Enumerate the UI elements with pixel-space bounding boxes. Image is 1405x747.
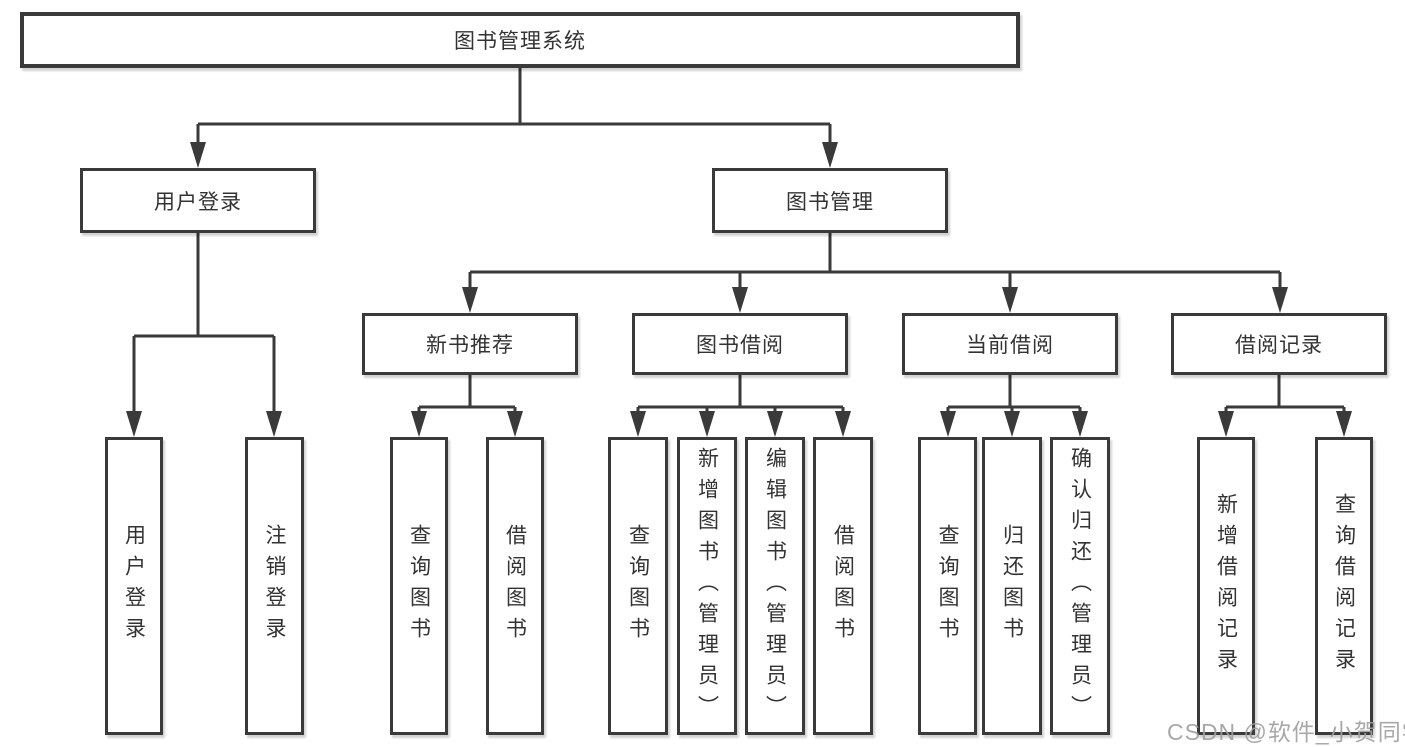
arrow-icon <box>1272 287 1288 313</box>
leaf-current-return-books: 归还图书 <box>982 437 1042 735</box>
connector-borrow-records <box>1224 375 1346 420</box>
node-book-borrow: 图书借阅 <box>632 313 848 375</box>
leaf-records-add-record: 新增借阅记录 <box>1197 437 1255 735</box>
leaf-records-query-record: 查询借阅记录 <box>1315 437 1373 735</box>
leaf-records-add-record-label: 新增借阅记录 <box>1214 493 1238 679</box>
arrow-icon <box>266 411 282 437</box>
arrow-icon <box>1072 411 1088 437</box>
node-new-book-recommend-label: 新书推荐 <box>426 334 514 357</box>
leaf-user-login-label: 用户登录 <box>122 524 146 648</box>
leaf-recommend-query-books-label: 查询图书 <box>407 524 431 648</box>
arrow-icon <box>507 411 523 437</box>
leaf-current-confirm-return-admin-label: 确认归还（管理员） <box>1068 446 1092 726</box>
leaf-current-return-books-label: 归还图书 <box>1000 524 1024 648</box>
arrow-icon <box>1218 411 1234 437</box>
arrow-icon <box>822 142 838 168</box>
node-borrow-records: 借阅记录 <box>1171 313 1387 375</box>
node-book-management: 图书管理 <box>712 168 948 233</box>
node-borrow-records-label: 借阅记录 <box>1235 334 1323 357</box>
arrow-icon <box>767 411 783 437</box>
leaf-current-query-books: 查询图书 <box>918 437 977 735</box>
arrow-icon <box>190 142 206 168</box>
leaf-logout: 注销登录 <box>245 437 304 735</box>
leaf-user-login: 用户登录 <box>105 437 163 735</box>
arrow-icon <box>126 411 142 437</box>
leaf-records-query-record-label: 查询借阅记录 <box>1332 493 1356 679</box>
leaf-borrow-borrow-books: 借阅图书 <box>813 437 873 735</box>
leaf-borrow-add-books-admin-label: 新增图书（管理员） <box>695 446 719 726</box>
leaf-borrow-edit-books-admin-label: 编辑图书（管理员） <box>763 446 787 726</box>
leaf-current-query-books-label: 查询图书 <box>936 524 959 648</box>
node-new-book-recommend: 新书推荐 <box>362 313 578 375</box>
connector-new-book-recommend <box>417 375 517 420</box>
leaf-borrow-edit-books-admin: 编辑图书（管理员） <box>745 437 805 735</box>
arrow-icon <box>1002 287 1018 313</box>
node-root-label: 图书管理系统 <box>454 30 586 53</box>
leaf-logout-label: 注销登录 <box>263 524 286 648</box>
arrow-icon <box>732 287 748 313</box>
leaf-recommend-query-books: 查询图书 <box>390 437 448 735</box>
connector-book-borrow <box>636 375 845 420</box>
arrowheads <box>126 142 1352 437</box>
arrow-icon <box>699 411 715 437</box>
leaf-borrow-borrow-books-label: 借阅图书 <box>831 524 855 648</box>
node-user-login: 用户登录 <box>80 168 316 233</box>
leaf-borrow-query-books: 查询图书 <box>608 437 668 735</box>
leaf-recommend-borrow-books: 借阅图书 <box>486 437 544 735</box>
connector-user-login <box>132 233 276 420</box>
node-current-borrow: 当前借阅 <box>902 313 1118 375</box>
arrow-icon <box>940 411 956 437</box>
node-root: 图书管理系统 <box>20 12 1020 68</box>
connector-book-management <box>468 233 1282 296</box>
arrow-icon <box>411 411 427 437</box>
node-current-borrow-label: 当前借阅 <box>966 334 1054 357</box>
leaf-recommend-borrow-books-label: 借阅图书 <box>503 524 527 648</box>
node-book-borrow-label: 图书借阅 <box>696 334 784 357</box>
leaf-borrow-query-books-label: 查询图书 <box>626 524 650 648</box>
leaf-borrow-add-books-admin: 新增图书（管理员） <box>677 437 737 735</box>
connector-root <box>196 68 832 150</box>
leaf-current-confirm-return-admin: 确认归还（管理员） <box>1050 437 1110 735</box>
arrow-icon <box>462 287 478 313</box>
node-user-login-label: 用户登录 <box>154 190 242 214</box>
node-book-management-label: 图书管理 <box>786 190 874 214</box>
arrow-icon <box>1336 411 1352 437</box>
arrow-icon <box>630 411 646 437</box>
csdn-watermark: CSDN @软件_小贺同学 <box>1167 719 1405 745</box>
arrow-icon <box>835 411 851 437</box>
arrow-icon <box>1004 411 1020 437</box>
